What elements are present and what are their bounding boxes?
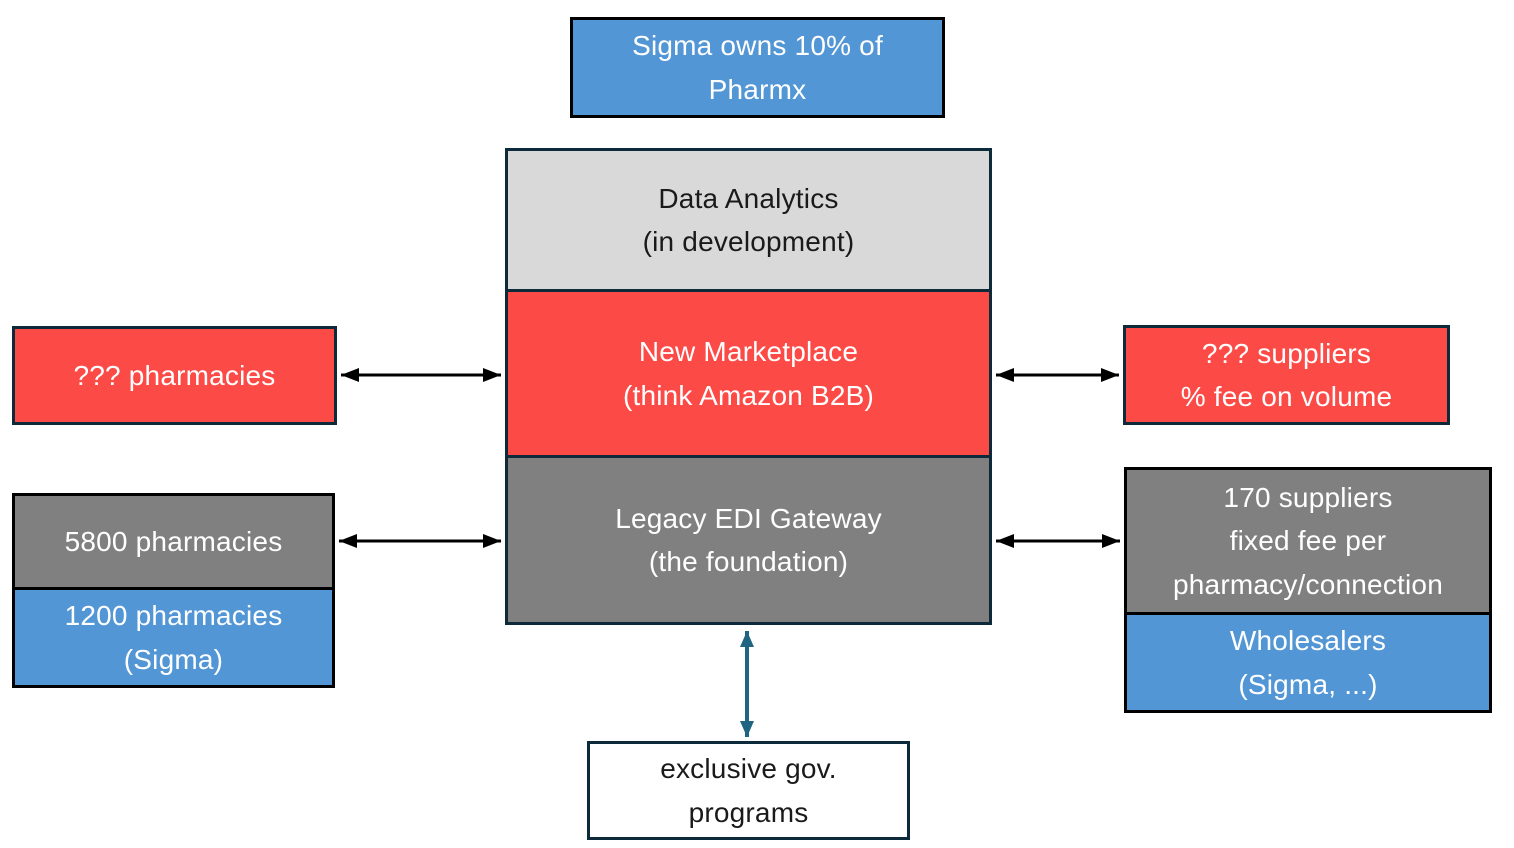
box-5800-pharmacies: 5800 pharmacies: [12, 493, 335, 590]
box-line: Data Analytics: [658, 182, 839, 214]
box-new-marketplace: New Marketplace (think Amazon B2B): [505, 289, 992, 458]
box-unknown-suppliers: ??? suppliers % fee on volume: [1123, 325, 1450, 425]
box-sigma-ownership: Sigma owns 10% of Pharmx: [570, 17, 945, 118]
box-line: fixed fee per: [1229, 525, 1387, 557]
box-line: New Marketplace: [638, 336, 859, 368]
box-line: Sigma owns 10% of: [632, 30, 883, 62]
box-wholesalers-sigma: Wholesalers (Sigma, ...): [1124, 612, 1492, 713]
box-line: pharmacy/connection: [1173, 568, 1443, 600]
box-line: (Sigma, ...): [1238, 668, 1378, 700]
box-line: exclusive gov.: [660, 753, 837, 785]
box-line: 170 suppliers: [1223, 481, 1393, 513]
box-line: Pharmx: [708, 73, 807, 105]
box-line: (Sigma): [123, 643, 224, 675]
box-unknown-pharmacies: ??? pharmacies: [12, 326, 337, 425]
box-line: Legacy EDI Gateway: [615, 502, 882, 534]
box-line: (in development): [642, 226, 855, 257]
box-legacy-edi-gateway: Legacy EDI Gateway (the foundation): [505, 455, 992, 625]
box-line: (the foundation): [648, 546, 849, 577]
box-data-analytics: Data Analytics (in development): [505, 148, 992, 292]
box-line: (think Amazon B2B): [622, 379, 875, 411]
box-line: programs: [688, 796, 809, 828]
box-line: ??? pharmacies: [73, 359, 276, 391]
box-1200-pharmacies-sigma: 1200 pharmacies (Sigma): [12, 587, 335, 688]
box-line: Wholesalers: [1229, 625, 1387, 657]
box-exclusive-gov-programs: exclusive gov. programs: [587, 741, 910, 840]
box-line: 5800 pharmacies: [64, 525, 283, 557]
box-line: 1200 pharmacies: [64, 600, 283, 632]
box-line: ??? suppliers: [1201, 337, 1372, 369]
box-line: % fee on volume: [1180, 381, 1393, 412]
box-170-suppliers: 170 suppliers fixed fee per pharmacy/con…: [1124, 467, 1492, 615]
